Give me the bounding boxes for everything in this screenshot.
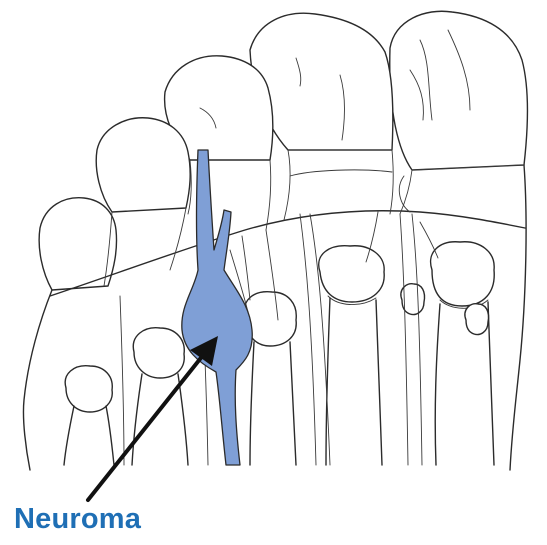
foot-outline-left <box>23 290 52 470</box>
fifth-toe <box>39 198 116 290</box>
fourth-toe <box>96 118 190 212</box>
foot-outline-right <box>510 165 526 470</box>
nerve-neuroma <box>182 150 252 465</box>
big-toe <box>390 11 528 170</box>
neuroma-label: Neuroma <box>14 505 141 534</box>
metatarsal-heads <box>65 242 494 412</box>
